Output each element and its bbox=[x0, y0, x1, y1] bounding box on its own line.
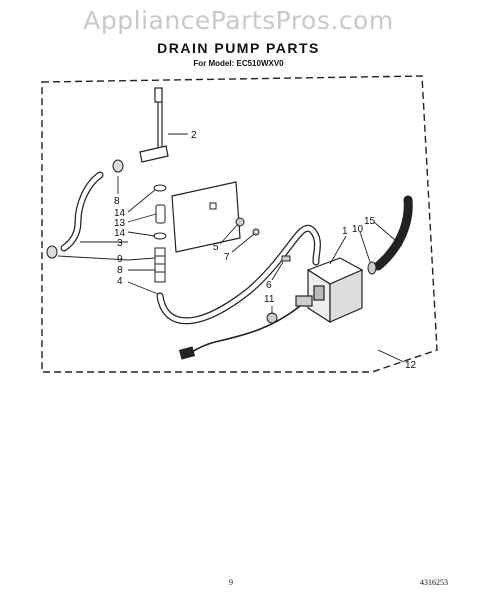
leader-lines bbox=[57, 133, 405, 363]
callout-1: 1 bbox=[342, 226, 348, 237]
callout-2: 2 bbox=[191, 130, 197, 141]
callout-14-upper: 14 bbox=[114, 208, 126, 219]
callout-3: 3 bbox=[117, 238, 123, 249]
page-number: 9 bbox=[229, 578, 233, 587]
plug bbox=[178, 346, 196, 360]
callout-8-upper: 8 bbox=[114, 196, 120, 207]
drain-pump bbox=[295, 257, 364, 324]
drain-tube-top bbox=[139, 87, 169, 163]
clamp-top bbox=[112, 159, 124, 173]
callout-5: 5 bbox=[213, 242, 219, 253]
model-subtitle: For Model: EC510WXV0 bbox=[193, 59, 284, 68]
hose-right bbox=[373, 195, 413, 271]
callout-6: 6 bbox=[266, 280, 272, 291]
hose-left bbox=[60, 171, 104, 252]
callout-10: 10 bbox=[352, 224, 364, 235]
callout-8-lower: 8 bbox=[117, 265, 123, 276]
callout-4: 4 bbox=[117, 276, 123, 287]
clamp-left bbox=[46, 245, 58, 259]
diagram-title: DRAIN PUMP PARTS bbox=[157, 40, 320, 56]
callout-7: 7 bbox=[224, 252, 230, 263]
callout-12: 12 bbox=[405, 360, 417, 371]
callout-9: 9 bbox=[117, 254, 123, 265]
center-fittings bbox=[153, 184, 167, 283]
mounting-plate bbox=[171, 181, 241, 253]
power-cord bbox=[191, 305, 301, 353]
clamp-right bbox=[367, 261, 377, 275]
watermark: AppliancePartsPros.com bbox=[83, 6, 394, 35]
callout-14-lower: 14 bbox=[114, 228, 126, 239]
callout-15: 15 bbox=[364, 216, 376, 227]
document-number: 4316253 bbox=[420, 578, 448, 587]
callout-11: 11 bbox=[264, 294, 275, 305]
dashed-border bbox=[41, 75, 438, 373]
callout-13: 13 bbox=[114, 218, 126, 229]
